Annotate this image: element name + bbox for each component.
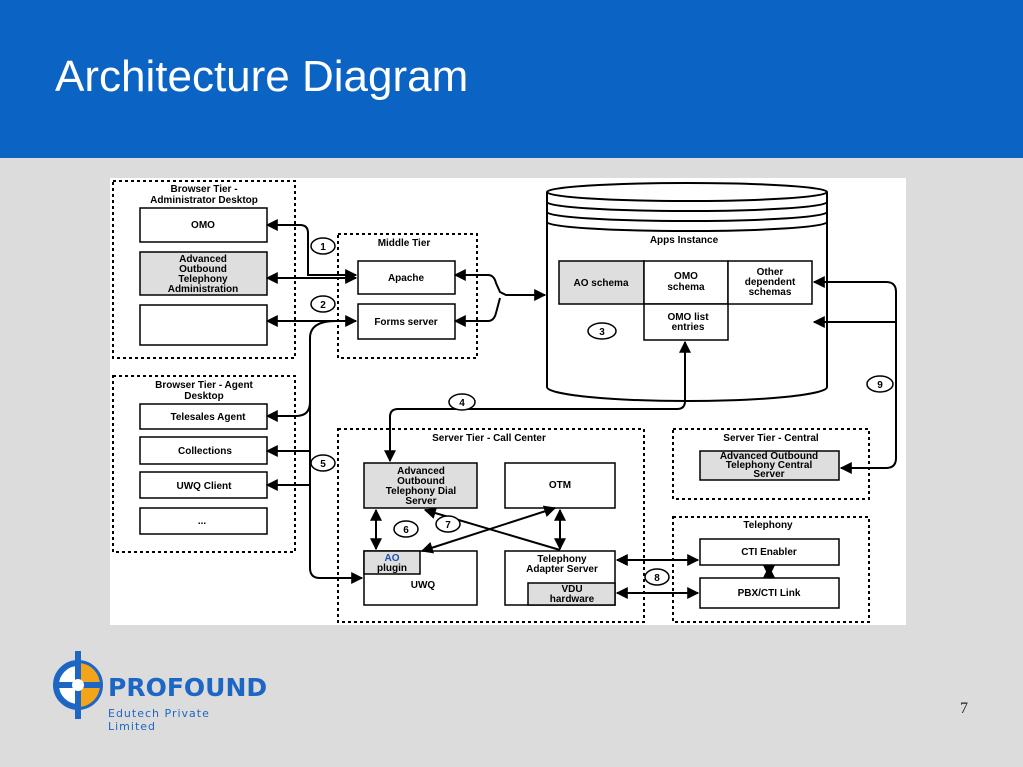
group-telephony: Telephony CTI Enabler PBX/CTI Link (672, 516, 870, 623)
svg-text:Desktop: Desktop (184, 391, 223, 402)
svg-text:Apps Instance: Apps Instance (650, 235, 719, 246)
svg-text:6: 6 (403, 525, 409, 536)
svg-text:schemas: schemas (749, 287, 792, 298)
group-call-center: Server Tier - Call Center Advanced Outbo… (337, 428, 645, 623)
logo-tagline: Edutech Private Limited (108, 707, 210, 733)
svg-text:Telephony Central: Telephony Central (726, 460, 813, 471)
svg-text:Middle Tier: Middle Tier (378, 238, 431, 249)
svg-text:Forms server: Forms server (374, 317, 437, 328)
connectors (265, 219, 897, 599)
slide-title: Architecture Diagram (55, 52, 469, 101)
marker-4: 4 (448, 393, 476, 411)
svg-text:Administration: Administration (168, 284, 239, 295)
svg-text:9: 9 (877, 380, 883, 391)
svg-text:UWQ: UWQ (411, 580, 436, 591)
group-middle-tier: Middle Tier Apache Forms server (337, 233, 478, 359)
svg-text:Server Tier - Call Center: Server Tier - Call Center (432, 433, 546, 444)
svg-text:entries: entries (672, 322, 705, 333)
svg-text:schema: schema (667, 282, 705, 293)
svg-text:UWQ Client: UWQ Client (177, 481, 233, 492)
box-forms-server (357, 303, 456, 340)
svg-text:Collections: Collections (178, 446, 232, 457)
page-number: 7 (960, 700, 968, 717)
marker-3: 3 (587, 322, 617, 340)
group-central: Server Tier - Central Advanced Outbound … (672, 428, 870, 500)
box-omo-list (643, 303, 729, 341)
svg-text:dependent: dependent (745, 277, 796, 288)
box-omo-schema (643, 260, 729, 305)
svg-text:Telephony Dial: Telephony Dial (386, 486, 457, 497)
box-vdu (527, 582, 616, 606)
svg-text:Advanced: Advanced (397, 466, 445, 477)
svg-text:Adapter Server: Adapter Server (526, 564, 598, 575)
svg-text:Server: Server (405, 496, 436, 507)
box-blank (139, 304, 268, 346)
box-otm (504, 462, 616, 509)
box-omo-label: OMO (191, 220, 215, 231)
box-pbx (699, 577, 840, 609)
box-ao-plugin (363, 550, 421, 575)
svg-text:OMO: OMO (674, 271, 698, 282)
svg-text:Server Tier - Central: Server Tier - Central (723, 433, 819, 444)
svg-text:Browser Tier - Agent: Browser Tier - Agent (155, 380, 253, 391)
svg-text:OTM: OTM (549, 480, 571, 491)
marker-2: 2 (310, 295, 336, 313)
box-other-schemas (727, 260, 813, 305)
svg-text:plugin: plugin (377, 563, 407, 574)
box-uwq-client (139, 471, 268, 499)
marker-1: 1 (310, 237, 336, 255)
svg-text:8: 8 (654, 573, 660, 584)
box-aot-admin (139, 251, 268, 296)
marker-5: 5 (310, 454, 336, 472)
box-apache (357, 260, 456, 295)
svg-text:3: 3 (599, 327, 605, 338)
svg-text:Telesales Agent: Telesales Agent (170, 412, 246, 423)
box-omo (139, 207, 268, 243)
svg-text:Advanced: Advanced (179, 254, 227, 265)
svg-text:PBX/CTI Link: PBX/CTI Link (738, 588, 801, 599)
marker-6: 6 (393, 520, 419, 538)
group-browser-admin: Browser Tier - Administrator Desktop OMO… (112, 180, 296, 359)
svg-text:hardware: hardware (550, 594, 595, 605)
marker-9: 9 (866, 375, 894, 393)
group-apps-instance: Apps Instance AO schema OMO schema Other… (546, 182, 828, 402)
logo-mark-icon (53, 651, 103, 719)
svg-text:OMO list: OMO list (667, 312, 709, 323)
svg-text:1: 1 (320, 242, 326, 253)
svg-text:Telephony: Telephony (537, 554, 587, 565)
svg-text:2: 2 (320, 300, 326, 311)
svg-text:Apache: Apache (388, 273, 425, 284)
svg-text:Server: Server (753, 469, 784, 480)
box-dial-server (363, 462, 478, 509)
svg-text:VDU: VDU (561, 584, 582, 595)
svg-text:Advanced Outbound: Advanced Outbound (720, 451, 818, 462)
svg-text:4: 4 (459, 398, 465, 409)
svg-text:AO: AO (385, 553, 400, 564)
company-logo: PROFOUND Edutech Private Limited (50, 645, 267, 733)
box-collections (139, 436, 268, 465)
marker-8: 8 (644, 568, 670, 586)
logo-name: PROFOUND (108, 673, 268, 702)
marker-7: 7 (435, 515, 461, 533)
svg-text:Outbound: Outbound (397, 476, 445, 487)
svg-text:CTI Enabler: CTI Enabler (741, 547, 797, 558)
svg-text:Telephony: Telephony (178, 274, 228, 285)
svg-text:5: 5 (320, 459, 326, 470)
svg-text:Other: Other (757, 267, 784, 278)
svg-text:Telephony: Telephony (743, 520, 793, 531)
group-title-line2: Administrator Desktop (150, 195, 258, 206)
group-title-line1: Browser Tier - (170, 184, 237, 195)
box-cti-enabler (699, 538, 840, 566)
svg-text:Outbound: Outbound (179, 264, 227, 275)
step-markers: 1 2 3 4 5 6 7 8 9 (310, 237, 894, 586)
box-telesales (139, 403, 268, 430)
group-browser-agent: Browser Tier - Agent Desktop Telesales A… (112, 375, 296, 553)
box-more (139, 507, 268, 535)
svg-text:AO schema: AO schema (573, 278, 628, 289)
architecture-diagram: Browser Tier - Administrator Desktop OMO… (110, 178, 906, 625)
svg-text:7: 7 (445, 520, 451, 531)
svg-text:...: ... (198, 516, 207, 527)
title-bar (0, 0, 1023, 158)
